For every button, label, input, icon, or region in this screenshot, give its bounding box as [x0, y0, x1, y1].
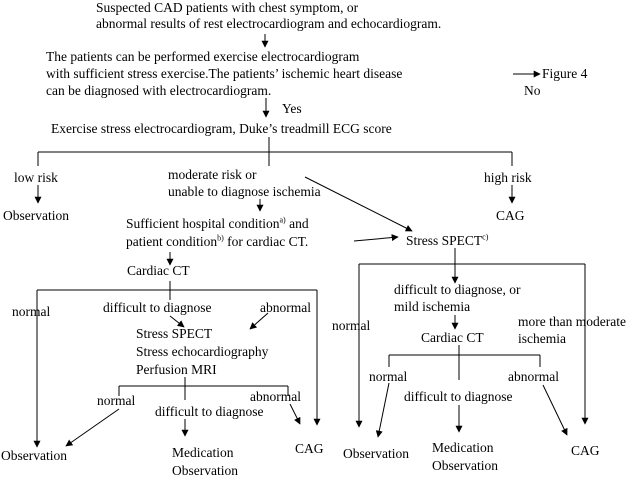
node-observation-bottom-left: Observation — [1, 448, 67, 463]
label-normal-mid: normal — [97, 393, 136, 408]
node-stress-tests-line2: Stress echocardiography — [136, 344, 269, 359]
node-can-perform-line1: The patients can be performed exercise e… — [46, 49, 360, 64]
node-moderate-line2: unable to diagnose ischemia — [168, 184, 321, 199]
node-difficult-right-line2: mild ischemia — [394, 299, 471, 314]
label-difficult-left: difficult to diagnose — [103, 300, 212, 315]
node-cag-bottom-right: CAG — [571, 443, 600, 458]
arrow-normal-mid-to-observation — [65, 408, 120, 447]
label-difficult-right2: difficult to diagnose — [404, 389, 513, 404]
node-low-risk: low risk — [14, 170, 58, 185]
node-sufficient-line2: patient conditionb) for cardiac CT. — [126, 233, 309, 249]
node-suspected-line1: Suspected CAD patients with chest sympto… — [96, 0, 359, 15]
label-yes: Yes — [282, 101, 302, 116]
arrow-sufficient-to-spect — [353, 234, 399, 242]
label-abnormal-mid: abnormal — [250, 389, 301, 404]
arrow-normal-right2-to-observation — [375, 382, 390, 438]
label-normal-right2: normal — [369, 369, 408, 384]
node-stress-tests-line1: Stress SPECT — [136, 326, 213, 341]
node-observation-bottom-right: Observation — [343, 446, 409, 461]
node-figure4: Figure 4 — [542, 66, 588, 81]
arrow-abnormal-mid-to-cag — [289, 403, 301, 425]
node-exercise-ecg: Exercise stress electrocardiogram, Duke’… — [51, 121, 392, 136]
node-high-risk: high risk — [484, 170, 532, 185]
label-more-than-line1: more than moderate — [518, 314, 626, 329]
node-cag-bottom-left: CAG — [295, 441, 324, 456]
node-medication-left-line1: Medication — [172, 445, 234, 460]
arrow-difficult-to-stress — [169, 315, 185, 328]
node-medication-right-line2: Observation — [432, 458, 498, 473]
node-cardiac-ct-right: Cardiac CT — [421, 330, 484, 345]
node-stress-spect: Stress SPECTc) — [406, 232, 489, 248]
node-can-perform-line3: can be diagnosed with electrocardiogram. — [46, 83, 272, 98]
label-no: No — [524, 83, 541, 98]
label-abnormal-left: abnormal — [260, 300, 311, 315]
node-medication-left-line2: Observation — [172, 463, 238, 478]
label-difficult-mid: difficult to diagnose — [155, 404, 264, 419]
node-observation-left: Observation — [3, 208, 69, 223]
node-moderate-line1: moderate risk or — [168, 167, 257, 182]
arrow-abnormal-right2-to-cag — [542, 384, 568, 436]
arrow-moderate-to-spect — [304, 176, 413, 232]
node-suspected-line2: abnormal results of rest electrocardiogr… — [96, 16, 442, 31]
label-normal-left: normal — [12, 304, 51, 319]
node-cag-top: CAG — [496, 208, 525, 223]
node-sufficient-line1: Sufficient hospital conditiona) and — [126, 215, 309, 231]
label-abnormal-right2: abnormal — [508, 369, 559, 384]
label-normal-right: normal — [332, 318, 371, 333]
node-stress-tests-line3: Perfusion MRI — [136, 362, 217, 377]
arrow-abnormal-to-stress — [249, 312, 269, 330]
node-medication-right-line1: Medication — [432, 440, 494, 455]
node-can-perform-line2: with sufficient stress exercise.The pati… — [46, 66, 403, 81]
node-difficult-right-line1: difficult to diagnose, or — [394, 282, 521, 297]
node-cardiac-ct-left: Cardiac CT — [127, 263, 190, 278]
label-more-than-line2: ischemia — [518, 331, 566, 346]
